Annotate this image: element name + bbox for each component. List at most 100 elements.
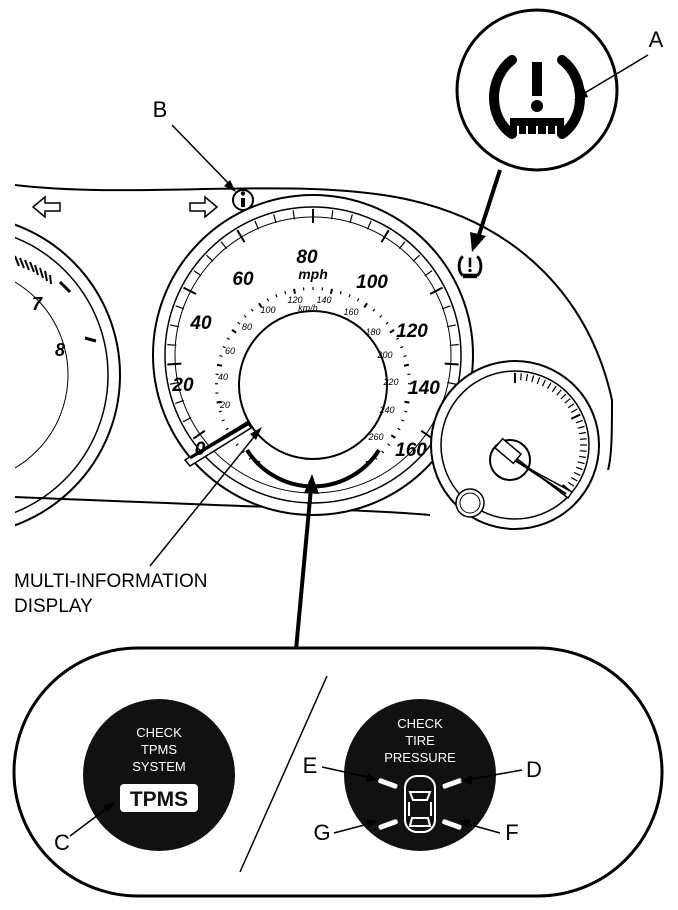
kmh-tick-180: 180: [365, 327, 380, 337]
gauge-tick: [389, 329, 395, 334]
gauge-tick: [356, 298, 360, 302]
gauge-tick: [567, 481, 575, 487]
gauge-tick: [578, 455, 587, 459]
kmh-tick-120: 120: [287, 295, 302, 305]
gauge-tick: [292, 210, 295, 220]
kmh-tick-220: 220: [382, 377, 398, 387]
gauge-tick: [183, 286, 197, 295]
gauge-tick: [330, 288, 333, 294]
right-gauge-needle: [493, 437, 574, 500]
speedometer: mph km/h 0 20 40 60 80 100 120 140 160 2…: [152, 194, 474, 516]
tachometer-tick-8: 8: [55, 340, 65, 360]
kmh-tick-80: 80: [242, 322, 252, 332]
kmh-tick-260: 260: [367, 432, 383, 442]
gauge-tick: [570, 476, 578, 482]
gauge-tick: [220, 241, 228, 250]
mph-tick-80: 80: [296, 247, 318, 268]
speedometer-needle: [183, 420, 253, 467]
gauge-tick: [218, 410, 222, 413]
gauge-tick: [404, 410, 408, 413]
gauge-tick: [339, 290, 342, 295]
gauge-tick: [536, 377, 541, 385]
mph-tick-20: 20: [171, 375, 194, 396]
right-gauge-ticks: [514, 373, 587, 493]
gauge-tick: [546, 382, 552, 390]
gauge-tick: [363, 302, 368, 308]
gauge-tick: [258, 302, 263, 308]
gauge-tick: [564, 398, 571, 404]
gauge-tick: [192, 429, 206, 440]
mph-tick-60: 60: [232, 269, 254, 290]
gauge-tick: [216, 363, 223, 367]
display-right-line1: CHECK: [397, 716, 443, 731]
gauge-tick: [216, 400, 222, 404]
gauge-tick: [412, 254, 420, 262]
tpms-badge: [120, 784, 198, 812]
gauge-tick: [424, 270, 433, 277]
kmh-tick-20: 20: [219, 400, 230, 410]
gauge-tick: [236, 229, 246, 243]
kmh-tick-160: 160: [343, 307, 358, 317]
right-gauge: [430, 360, 600, 530]
gauge-tick: [387, 443, 391, 447]
callout-d: D: [526, 757, 542, 782]
callout-e: E: [303, 753, 318, 778]
kmh-tick-200: 200: [376, 350, 392, 360]
gauge-tick: [396, 337, 400, 340]
gauge-tick: [441, 305, 451, 310]
gauge-tick: [182, 417, 192, 423]
gauge-tick: [275, 294, 278, 298]
gauge-tick: [570, 413, 581, 420]
speedometer-ticks: [167, 209, 459, 440]
gauge-tick: [167, 362, 182, 366]
gauge-tick: [167, 344, 177, 346]
kmh-tick-100: 100: [260, 305, 275, 315]
mph-tick-100: 100: [356, 272, 388, 293]
tachometer-redline: [15, 255, 52, 285]
mid-label-line2: DISPLAY: [14, 596, 93, 617]
gauge-tick: [579, 450, 587, 452]
gauge-tick: [254, 220, 260, 230]
gauge-tick: [556, 389, 562, 396]
gauge-tick: [404, 400, 410, 404]
left-arrow-icon: [31, 195, 61, 219]
gauge-tick: [449, 344, 459, 346]
gauge-tick: [331, 210, 334, 220]
display-check-tire-pressure: CHECK TIRE PRESSURE: [344, 699, 496, 851]
gauge-tick: [390, 434, 397, 439]
gauge-tick: [567, 403, 575, 409]
gauge-tick: [273, 214, 277, 224]
display-check-tpms-system: CHECK TPMS SYSTEM TPMS: [83, 699, 235, 851]
gauge-tick: [446, 324, 456, 328]
gauge-tick: [348, 294, 351, 298]
gauge-tick: [175, 399, 184, 405]
mph-tick-0: 0: [195, 439, 206, 460]
gauge-tick: [575, 466, 583, 471]
gauge-tick: [541, 379, 546, 387]
gauge-tick: [551, 385, 557, 393]
gauge-tick: [226, 337, 230, 340]
gauge-tick: [531, 375, 535, 383]
gauge-tick: [573, 471, 581, 476]
gauge-tick: [578, 431, 587, 435]
gauge-tick: [385, 321, 389, 325]
gauge-tick: [206, 254, 214, 262]
callout-a: A: [649, 27, 664, 52]
gauge-tick: [266, 298, 270, 302]
info-icon: [232, 189, 254, 211]
gauge-tick: [575, 419, 583, 424]
callout-c: C: [54, 830, 70, 855]
gauge-tick: [243, 314, 247, 318]
gauge-tick: [284, 290, 287, 295]
mid-label-line1: MULTI-INFORMATION: [14, 571, 208, 592]
gauge-tick: [403, 363, 410, 367]
gauge-tick: [400, 346, 404, 349]
callout-g: G: [313, 820, 330, 845]
mph-tick-120: 120: [396, 321, 428, 342]
gauge-tick: [447, 381, 457, 385]
gauge-tick: [397, 427, 401, 431]
gauge-tick: [444, 362, 459, 366]
gauge-tick: [170, 324, 180, 328]
gauge-tick: [219, 354, 223, 358]
